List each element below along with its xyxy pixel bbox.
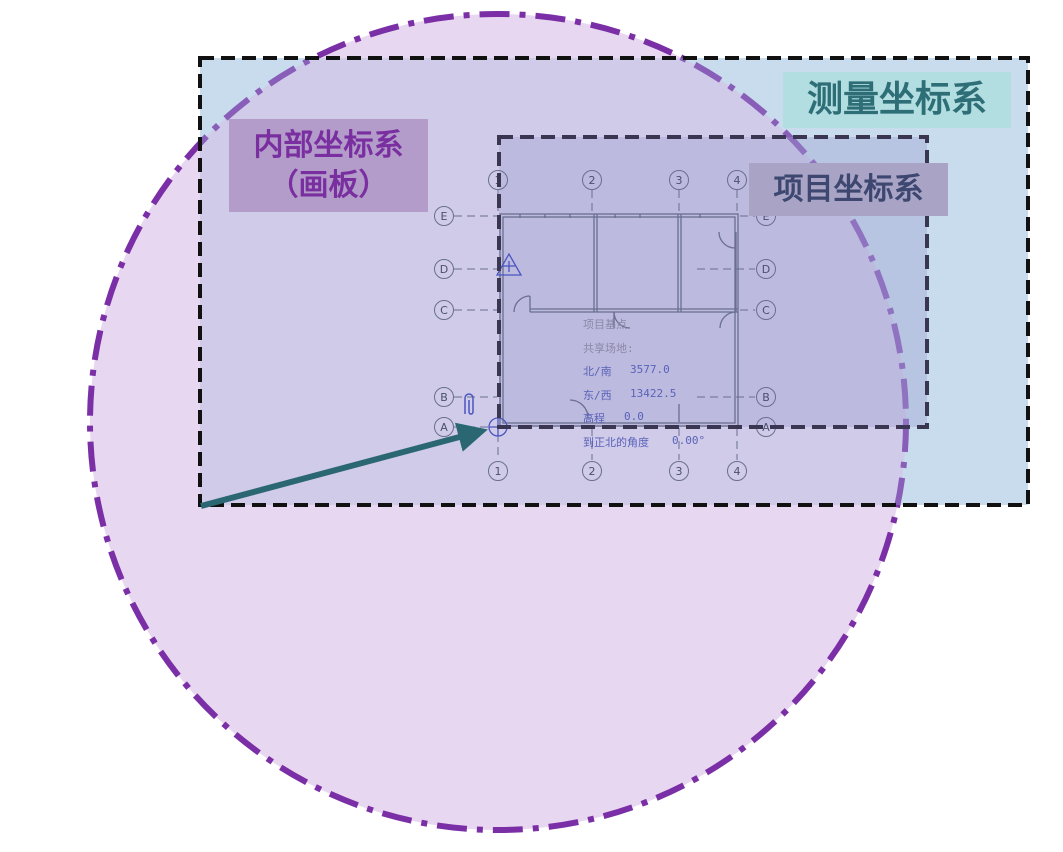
grid-label-col3-bottom: 3 [676, 465, 683, 478]
survey-coordinate-border [198, 56, 1030, 507]
survey-coordinate-label: 测量坐标系 [783, 72, 1011, 128]
north-south-label: 北/南 [583, 365, 612, 378]
project-coordinate-label: 项目坐标系 [749, 163, 948, 216]
angle-label: 到正北的角度 [583, 436, 649, 449]
grid-label-col3-top: 3 [676, 174, 683, 187]
survey-point-icon [495, 252, 523, 276]
grid-bubble [756, 259, 776, 279]
grid-bubble [434, 206, 454, 226]
grid-bubble [434, 387, 454, 407]
grid-bubble [727, 170, 747, 190]
angle-value: 0.00° [672, 434, 706, 447]
grid-label-row-a-left: A [440, 421, 448, 434]
grid-label-col4-bottom: 4 [734, 465, 741, 478]
grid-bubble [756, 300, 776, 320]
grid-bubble [434, 417, 454, 437]
grid-bubble [669, 170, 689, 190]
grid-label-row-b-left: B [440, 391, 448, 404]
grid-label-row-c-right: C [762, 304, 770, 317]
east-west-label: 东/西 [583, 389, 612, 402]
paperclip-icon [464, 393, 474, 415]
elevation-label: 高程 [583, 412, 605, 425]
internal-label-line1: 内部坐标系 [253, 127, 404, 163]
internal-coordinate-label: 内部坐标系 （画板） [229, 119, 428, 212]
grid-bubble [756, 387, 776, 407]
grid-label-row-b-right: B [762, 391, 770, 404]
grid-bubble [669, 461, 689, 481]
origin-offset-arrow [200, 422, 488, 509]
east-west-value: 13422.5 [630, 387, 677, 400]
grid-bubble [434, 259, 454, 279]
grid-label-row-a-right: A [762, 421, 770, 434]
internal-label-line2: （画板） [268, 167, 389, 203]
grid-label-row-e-left: E [441, 210, 448, 223]
grid-label-row-c-left: C [440, 304, 448, 317]
base-point-shared: 共享场地: [583, 342, 634, 355]
grid-bubble [434, 300, 454, 320]
grid-bubble [727, 461, 747, 481]
grid-bubble [582, 461, 602, 481]
grid-bubble [488, 461, 508, 481]
grid-label-col2-top: 2 [589, 174, 596, 187]
base-point-title: 项目基点 [583, 318, 627, 331]
grid-bubble [488, 170, 508, 190]
elevation-value: 0.0 [624, 410, 644, 423]
north-south-value: 3577.0 [630, 363, 670, 376]
grid-bubble [582, 170, 602, 190]
project-coordinate-border [497, 135, 929, 429]
grid-label-row-d-left: D [440, 263, 448, 276]
grid-label-col4-top: 4 [734, 174, 741, 187]
floor-plan [499, 213, 739, 427]
grid-label-col2-bottom: 2 [589, 465, 596, 478]
grid-label-col1-bottom: 1 [495, 465, 502, 478]
grid-label-row-d-right: D [762, 263, 770, 276]
grid-label-row-e-right: E [763, 210, 770, 223]
